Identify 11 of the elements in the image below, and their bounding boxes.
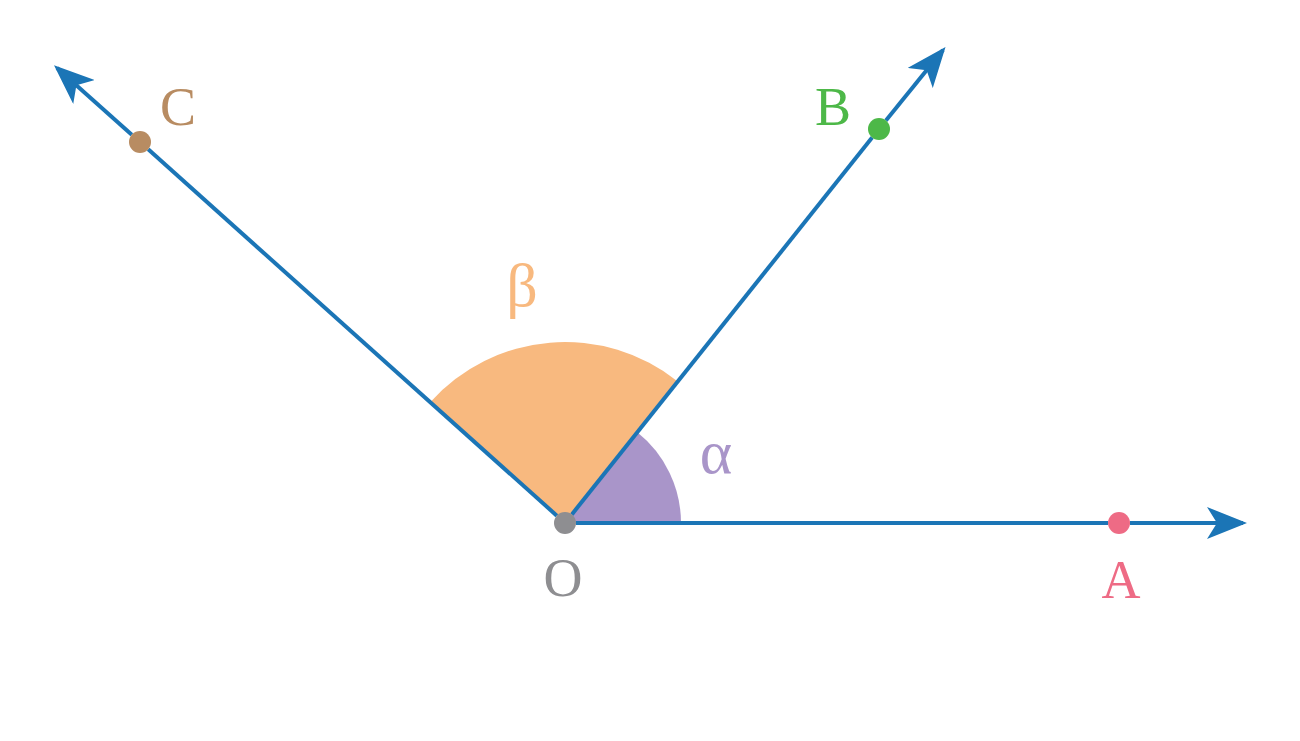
point-label: C [160, 80, 196, 134]
point-label: A [1101, 553, 1141, 607]
point-label: B [815, 80, 851, 134]
arrow [1130, 507, 1247, 539]
point-label: O [543, 551, 583, 605]
ray-segment [570, 136, 874, 516]
angle-label: α [699, 421, 733, 483]
ray-segment [146, 147, 559, 518]
arrow [884, 46, 946, 122]
ray-segment [576, 521, 1108, 525]
arrow [54, 65, 134, 137]
